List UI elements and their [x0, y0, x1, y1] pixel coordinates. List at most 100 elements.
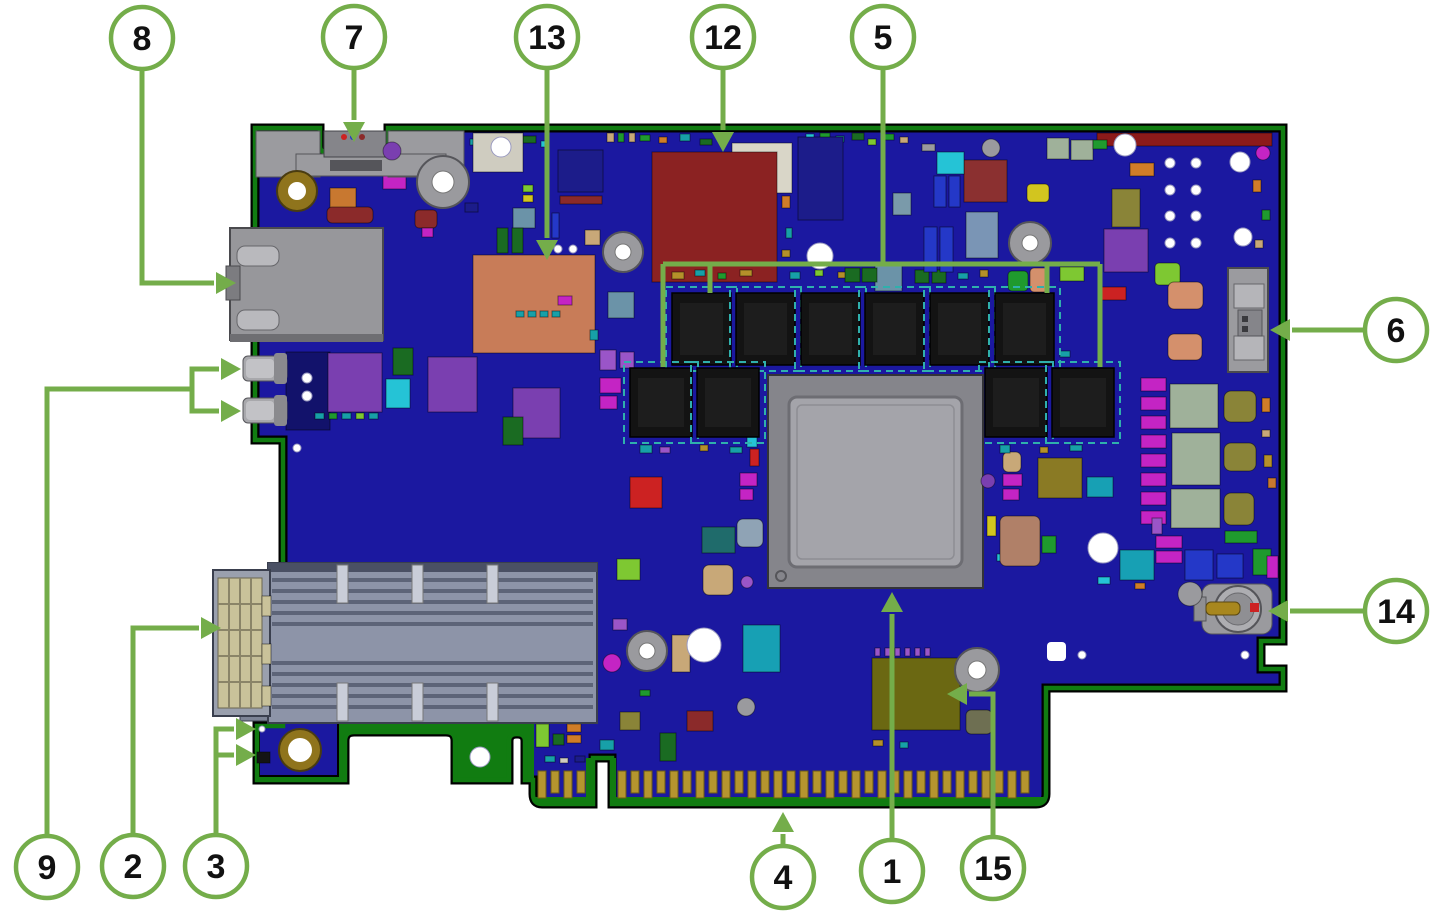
dram-chip-face	[938, 303, 981, 355]
callout-15-circle	[959, 834, 1027, 902]
component	[566, 734, 582, 744]
component-dot	[602, 653, 622, 673]
component	[702, 564, 734, 596]
component	[679, 133, 691, 142]
component	[1070, 139, 1094, 161]
via-hole	[1190, 157, 1202, 169]
component	[658, 136, 668, 144]
via-hole	[568, 244, 578, 254]
pcie-gold-finger	[812, 770, 822, 794]
component	[472, 254, 596, 354]
component	[1026, 183, 1050, 203]
component-dot	[1255, 145, 1271, 161]
via-hole	[469, 746, 491, 768]
component	[512, 207, 536, 229]
callout-13-arrow	[536, 240, 558, 260]
dram-chip-face	[873, 303, 916, 355]
screw-hole-center	[1021, 234, 1039, 252]
component	[619, 711, 641, 731]
led-light-pipe-face	[246, 401, 274, 420]
component	[1224, 530, 1258, 544]
screw-hole-center	[638, 642, 656, 660]
callout-5-circle	[849, 3, 917, 71]
callout-9: 9	[13, 358, 241, 901]
component	[341, 412, 352, 420]
qsfp-latch-tab	[261, 685, 272, 707]
callout-8-number: 8	[133, 20, 152, 58]
component	[986, 515, 997, 537]
component	[785, 227, 793, 239]
callout-7-arrow	[343, 122, 365, 142]
component	[899, 741, 909, 749]
callout-2-line	[130, 625, 199, 836]
pcie-gold-finger	[981, 770, 991, 799]
pcie-gold-finger	[734, 770, 744, 794]
heatsink-fin	[272, 611, 593, 615]
rj45-base	[230, 334, 383, 342]
via-hole	[1190, 184, 1202, 196]
dram-outline	[988, 286, 1061, 372]
component	[844, 267, 861, 283]
pcie-gold-finger	[682, 770, 692, 794]
component	[1140, 377, 1167, 392]
component	[557, 295, 573, 306]
component	[851, 132, 865, 141]
callout-8-arrow	[216, 272, 236, 294]
component	[781, 249, 791, 258]
pcie-gold-finger	[550, 770, 560, 794]
led-light-pipe-flange	[274, 353, 287, 384]
battery-terminal	[1250, 603, 1259, 612]
pcie-gold-finger	[576, 770, 586, 794]
callout-2-circle	[99, 832, 167, 900]
dram-chip-face	[809, 303, 852, 355]
component-dot	[740, 575, 754, 589]
component	[544, 755, 556, 763]
component	[729, 446, 743, 454]
heatsink-fin	[272, 622, 593, 626]
pcie-gold-finger	[799, 770, 809, 799]
component	[1129, 162, 1155, 177]
heatsink-fin	[272, 589, 593, 593]
component	[1059, 350, 1071, 358]
callout-4: 4	[749, 812, 817, 911]
component-dot	[1177, 581, 1203, 607]
component	[619, 351, 635, 369]
component	[551, 310, 561, 318]
usb-port-hole	[1242, 316, 1248, 322]
component	[936, 151, 965, 175]
via-hole	[553, 244, 563, 254]
callout-5-number: 5	[874, 19, 893, 57]
via-hole	[292, 443, 302, 453]
usb-connector-slot	[1233, 335, 1265, 361]
component	[1169, 383, 1219, 429]
asic-pin1-mark	[775, 570, 787, 582]
connector-pin	[359, 134, 365, 140]
component	[872, 739, 884, 747]
component	[1140, 396, 1167, 411]
via-hole	[1113, 133, 1137, 157]
pcie-gold-finger	[851, 770, 861, 799]
callout-14-number: 14	[1377, 593, 1415, 631]
component	[522, 135, 537, 144]
pcie-gold-finger	[656, 770, 666, 794]
component	[904, 647, 911, 657]
led-light-pipe-flange	[274, 395, 287, 426]
screw-hole-center	[614, 243, 632, 261]
component	[1039, 446, 1049, 454]
component	[522, 194, 534, 203]
heatsink-fin	[272, 683, 593, 687]
pcie-gold-finger	[864, 770, 874, 794]
component	[1252, 179, 1262, 193]
via-hole	[686, 627, 722, 663]
heatsink-clip	[486, 564, 499, 604]
component	[628, 132, 636, 143]
via-hole	[1229, 151, 1251, 173]
heatsink-fin	[272, 694, 593, 698]
callout-15-number: 15	[974, 850, 1012, 888]
component	[659, 446, 671, 454]
dram-chip-face	[680, 303, 723, 355]
pcie-gold-finger	[747, 770, 757, 799]
callout-8-line	[139, 69, 214, 286]
component	[1097, 576, 1111, 585]
